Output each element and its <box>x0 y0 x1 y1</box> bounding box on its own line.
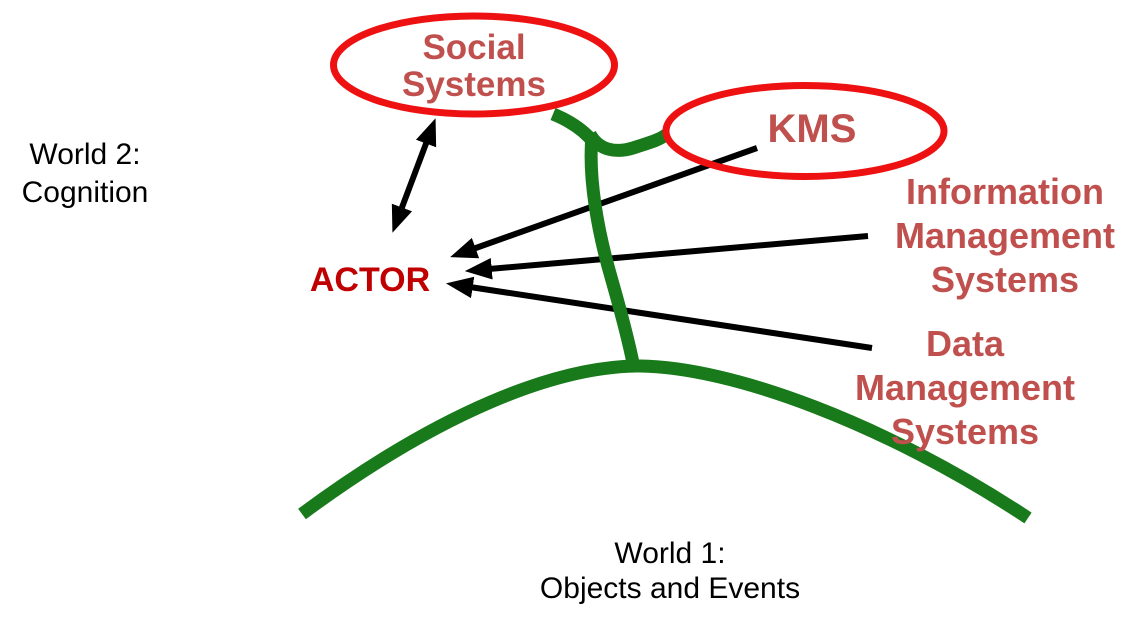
world2-line2: Cognition <box>21 176 149 209</box>
ims-line2: Management <box>894 215 1116 256</box>
tree-group <box>298 107 1032 524</box>
actor-text: ACTOR <box>309 261 431 299</box>
dms-line2: Management <box>854 367 1076 408</box>
kms-label: KMS <box>712 109 912 149</box>
information-management-systems-label: Information Management Systems <box>855 170 1141 302</box>
world2-line1: World 2: <box>29 138 141 171</box>
social-systems-label: Social Systems <box>324 29 624 103</box>
tree-branch-right <box>584 128 672 157</box>
kms-text: KMS <box>767 107 857 151</box>
actor-label: ACTOR <box>270 259 470 301</box>
kms-ellipse <box>662 82 948 180</box>
ims-line1: Information <box>906 171 1104 212</box>
world1-line2: Objects and Events <box>539 572 801 605</box>
dms-line3: Systems <box>890 411 1040 452</box>
arrow-ims-to-actor <box>464 233 869 280</box>
ellipse-group <box>330 12 948 180</box>
ims-line3: Systems <box>930 259 1080 300</box>
tree-trunk <box>584 135 641 370</box>
dms-line1: Data <box>925 323 1005 364</box>
data-management-systems-label: Data Management Systems <box>815 322 1115 454</box>
world1-line1: World 1: <box>614 537 726 570</box>
world1-label: World 1: Objects and Events <box>520 536 820 606</box>
social-systems-ellipse <box>330 12 618 118</box>
arrow-dms-to-actor <box>445 276 873 351</box>
social-systems-line1: Social <box>422 28 526 67</box>
arrow-group <box>391 118 873 351</box>
social-systems-line2: Systems <box>402 65 546 104</box>
world2-label: World 2: Cognition <box>0 136 170 212</box>
arrow-social-actor-bidirectional <box>391 118 437 233</box>
